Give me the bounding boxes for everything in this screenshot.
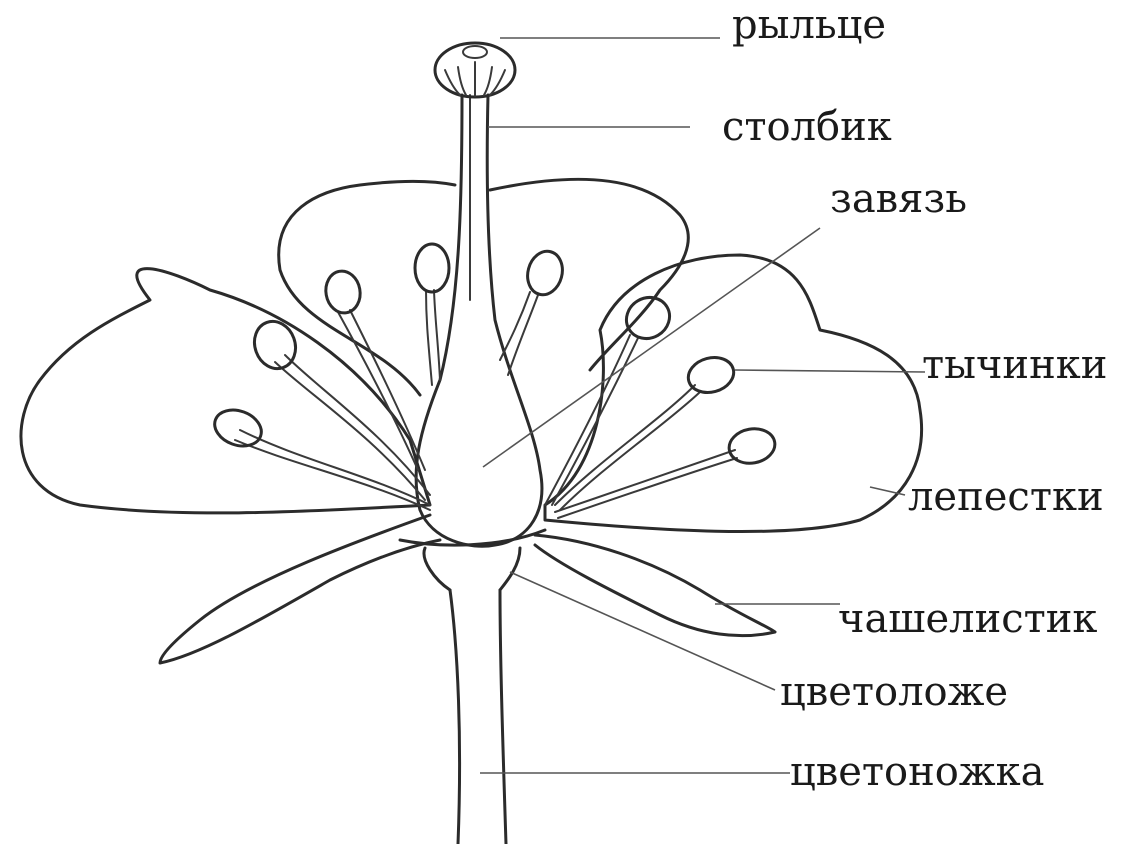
- label-petals: лепестки: [908, 474, 1104, 520]
- stamens-leader: [735, 370, 925, 372]
- stamen: [545, 290, 677, 505]
- label-pedicel: цветоножка: [790, 749, 1045, 795]
- receptacle-leader: [510, 572, 775, 690]
- label-style: столбик: [722, 104, 892, 150]
- label-stigma: рыльце: [732, 2, 886, 48]
- label-receptacle: цветоложе: [780, 669, 1008, 715]
- right-sepal: [535, 535, 775, 636]
- sepals: [160, 515, 775, 663]
- stigma: [435, 43, 515, 97]
- receptacle: [424, 548, 520, 590]
- pedicel-right-edge: [500, 590, 506, 844]
- right-petal: [545, 255, 922, 532]
- left-sepal: [160, 515, 440, 663]
- label-ovary: завязь: [830, 176, 967, 222]
- stamens: [210, 244, 778, 518]
- petals: [21, 179, 922, 531]
- label-stamens: тычинки: [922, 342, 1107, 388]
- stamen: [555, 353, 738, 510]
- pistil: [400, 43, 545, 546]
- pedicel-and-receptacle: [424, 548, 520, 844]
- labels: рыльце столбик завязь тычинки лепестки ч…: [722, 2, 1107, 795]
- stamen: [248, 316, 430, 500]
- ovary-leader: [483, 228, 820, 467]
- label-sepal: чашелистик: [838, 596, 1097, 642]
- stamen: [500, 247, 567, 375]
- pedicel-left-edge: [450, 590, 460, 844]
- left-petal: [21, 269, 430, 513]
